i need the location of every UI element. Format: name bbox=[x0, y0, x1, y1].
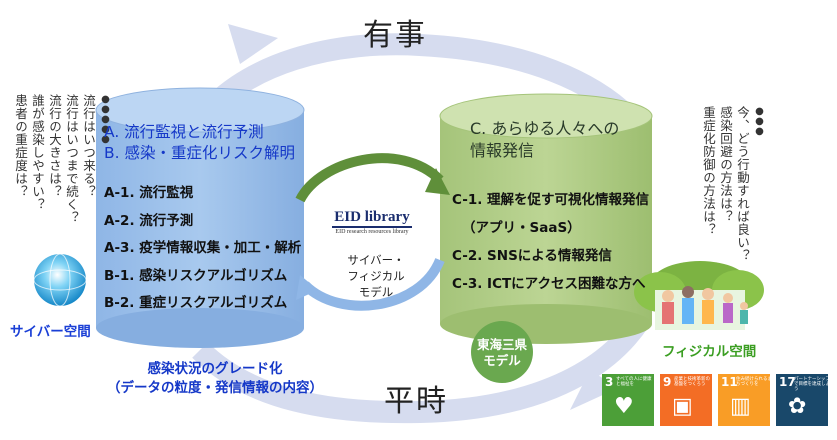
left-question-line: 患者の重症度は？ bbox=[13, 94, 28, 198]
model-line: フィジカル bbox=[347, 269, 405, 283]
tokai-model-label: 東海三県 モデル bbox=[472, 337, 532, 369]
tokai-line: モデル bbox=[483, 353, 521, 368]
left-cylinder-shape bbox=[95, 87, 305, 348]
cycle-ring-bottom bbox=[192, 313, 650, 424]
grade-line: （データの粒度・発信情報の内容） bbox=[107, 380, 323, 396]
right-question-line: 重症化防御の方法は？ bbox=[701, 106, 716, 236]
right-question-line: 感染回避の方法は？ bbox=[718, 106, 733, 223]
tokai-badge bbox=[471, 321, 533, 383]
right-question-block: ●●● 今、どう行動すれば良い？ 感染回避の方法は？ 重症化防御の方法は？ bbox=[700, 106, 768, 276]
item-a1: A-1. 流行監視 bbox=[104, 185, 194, 201]
cyber-physical-model-text: サイバー・ フィジカル モデル bbox=[336, 252, 416, 300]
sdg-9-icon: 9 産業と技術革新の基盤をつくろう ▣ bbox=[660, 374, 712, 426]
left-cylinder-heading: A. 流行監視と流行予測 B. 感染・重症化リスク解明 bbox=[104, 122, 295, 164]
logo-sub: EID research resources library bbox=[335, 229, 409, 235]
item-c1: C-1. 理解を促す可視化情報発信 bbox=[452, 192, 650, 208]
left-question-line: 流行はいつ来る？ bbox=[81, 94, 96, 198]
left-cylinder-items: A-1. 流行監視 A-2. 流行予測 A-3. 疫学情報収集・加工・解析 B-… bbox=[104, 180, 301, 318]
item-b2: B-2. 重症リスクアルゴリズム bbox=[104, 295, 288, 311]
right-question-dots: ●●● bbox=[754, 106, 765, 136]
physical-space-label: フィジカル空間 bbox=[662, 344, 757, 360]
eid-library-logo: EID library EID research resources libra… bbox=[322, 206, 422, 235]
model-line: モデル bbox=[358, 285, 394, 299]
sdg-3-icon: 3 すべての人に健康と福祉を ♥ bbox=[602, 374, 654, 426]
heading-c-cont: 情報発信 bbox=[470, 141, 535, 160]
bottom-label-normal-time: 平時 bbox=[384, 384, 448, 419]
left-question-dots: ●●●●● bbox=[100, 94, 111, 144]
cyber-space-label: サイバー空間 bbox=[10, 324, 91, 340]
item-c1-sub: （アプリ・SaaS） bbox=[462, 220, 581, 236]
heading-a: A. 流行監視と流行予測 bbox=[104, 123, 264, 141]
right-question-line: 今、どう行動すれば良い？ bbox=[735, 106, 750, 262]
left-question-line: 流行の大きさは？ bbox=[47, 94, 62, 198]
grade-text: 感染状況のグレード化 （データの粒度・発信情報の内容） bbox=[100, 360, 330, 398]
item-a3: A-3. 疫学情報収集・加工・解析 bbox=[104, 240, 302, 256]
left-question-line: 流行はいつまで続く？ bbox=[64, 94, 79, 224]
cycle-ring-top bbox=[185, 33, 649, 138]
top-label-emergency: 有事 bbox=[363, 18, 427, 53]
globe-icon bbox=[34, 254, 86, 306]
center-arrow-top bbox=[295, 153, 444, 203]
sdg-11-icon: 11 住み続けられるまちづくりを ▥ bbox=[718, 374, 772, 426]
logo-main: EID library bbox=[332, 209, 412, 228]
right-cylinder-items: C-1. 理解を促す可視化情報発信 （アプリ・SaaS） C-2. SNSによる… bbox=[452, 186, 649, 298]
heading-b: B. 感染・重症化リスク解明 bbox=[104, 144, 295, 162]
right-cylinder-shape bbox=[439, 93, 653, 344]
family-illustration-icon bbox=[634, 261, 764, 330]
heading-c: C. あらゆる人々への bbox=[470, 119, 620, 138]
tokai-line: 東海三県 bbox=[476, 337, 527, 352]
item-c3: C-3. ICTにアクセス困難な方へ bbox=[452, 276, 646, 292]
cycle-arrowhead-top bbox=[228, 24, 278, 64]
model-line: サイバー・ bbox=[347, 253, 405, 267]
item-a2: A-2. 流行予測 bbox=[104, 212, 194, 229]
cycle-arrowhead-bottom bbox=[570, 370, 618, 410]
grade-line: 感染状況のグレード化 bbox=[147, 361, 283, 377]
left-question-block: ●●●●● 流行はいつ来る？ 流行はいつまで続く？ 流行の大きさは？ 誰が感染し… bbox=[12, 94, 114, 244]
item-c2: C-2. SNSによる情報発信 bbox=[452, 248, 612, 264]
sdg-17-icon: 17 パートナーシップで目標を達成しよう ✿ bbox=[776, 374, 830, 426]
item-b1: B-1. 感染リスクアルゴリズム bbox=[104, 267, 288, 284]
left-question-line: 誰が感染しやすい？ bbox=[30, 94, 45, 211]
right-cylinder-heading: C. あらゆる人々への 情報発信 bbox=[470, 118, 619, 162]
center-arrow-bottom bbox=[301, 257, 445, 311]
